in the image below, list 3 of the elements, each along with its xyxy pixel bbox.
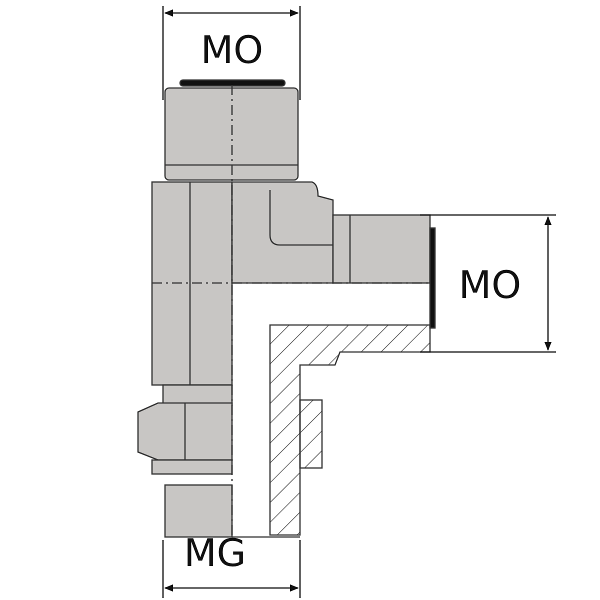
dimension-label: MG <box>184 534 246 572</box>
dimension-label: MO <box>200 31 264 69</box>
dimension-label: MO <box>458 266 522 304</box>
